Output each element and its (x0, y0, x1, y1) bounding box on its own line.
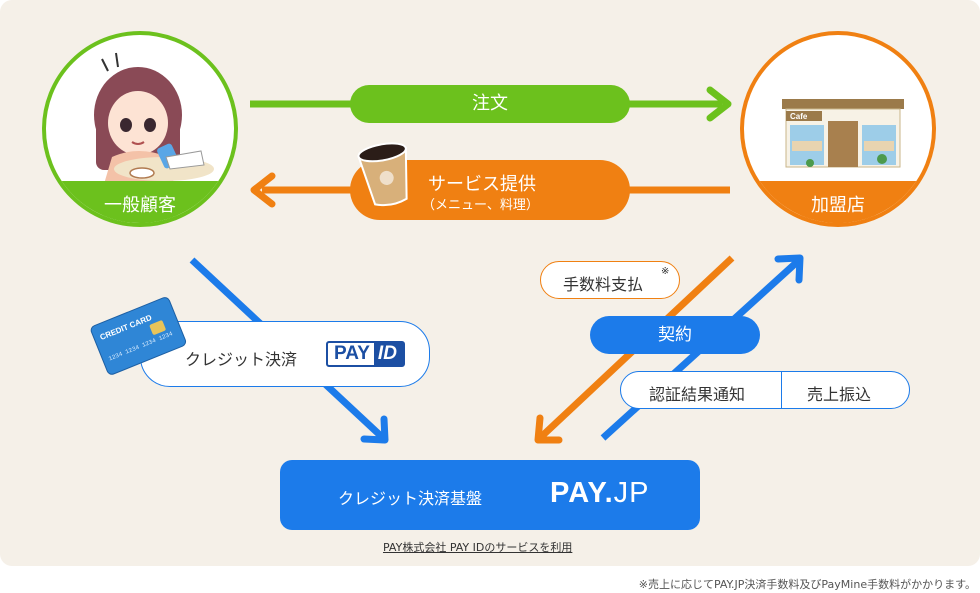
fee-arrow-head (534, 414, 563, 444)
platform-node: クレジット決済基盤 PAY.JP (280, 460, 700, 530)
customer-label: 一般顧客 (46, 181, 234, 223)
contract-arrow-head (774, 254, 804, 284)
footnote: ※売上に応じてPAY.JP決済手数料及びPayMine手数料がかかります。 (638, 578, 976, 591)
payjp-logo-left: PAY (550, 477, 605, 509)
credit-card-icon: CREDIT CARD 1234 1234 1234 1234 (90, 297, 187, 375)
auth-notice-label: 認証結果通知 (649, 385, 746, 404)
contract-label: 契約 (658, 325, 692, 345)
fee-payment-label: 手数料支払 (563, 275, 644, 294)
service-title: サービス提供 (428, 174, 536, 195)
contract-pill: 契約 (590, 316, 760, 354)
service-subtitle: （メニュー、料理） (422, 198, 539, 213)
store-label: 加盟店 (744, 181, 932, 223)
payjp-logo: PAY.JP (550, 477, 650, 509)
notice-transfer-box: 認証結果通知 売上振込 (620, 371, 910, 409)
cafe-storefront-icon: Cafe (782, 99, 904, 168)
payjp-logo-right: JP (613, 477, 650, 509)
sales-transfer-label: 売上振込 (807, 385, 872, 404)
customer-woman-icon (94, 52, 214, 184)
coffee-cup-icon (357, 142, 408, 207)
notice-divider (781, 372, 782, 408)
order-arrow-head (706, 86, 732, 122)
store-node: Cafe 加盟店 (740, 31, 936, 227)
fee-payment-mark: ※ (661, 266, 670, 277)
cafe-sign-text: Cafe (790, 112, 808, 121)
customer-node: 一般顧客 (42, 31, 238, 227)
platform-note: PAY株式会社 PAY IDのサービスを利用 (383, 541, 573, 554)
order-pill: 注文 (350, 85, 630, 123)
service-arrow-head (250, 172, 276, 208)
platform-label: クレジット決済基盤 (338, 489, 483, 508)
credit-arrow-head (360, 415, 389, 444)
payid-logo-left: PAY (334, 343, 370, 364)
order-label: 注文 (472, 93, 508, 114)
fee-payment-box: 手数料支払 ※ (540, 261, 680, 299)
payid-logo-right: ID (373, 343, 403, 365)
credit-payment-label: クレジット決済 (185, 350, 298, 369)
payid-logo: PAY ID (326, 341, 405, 367)
